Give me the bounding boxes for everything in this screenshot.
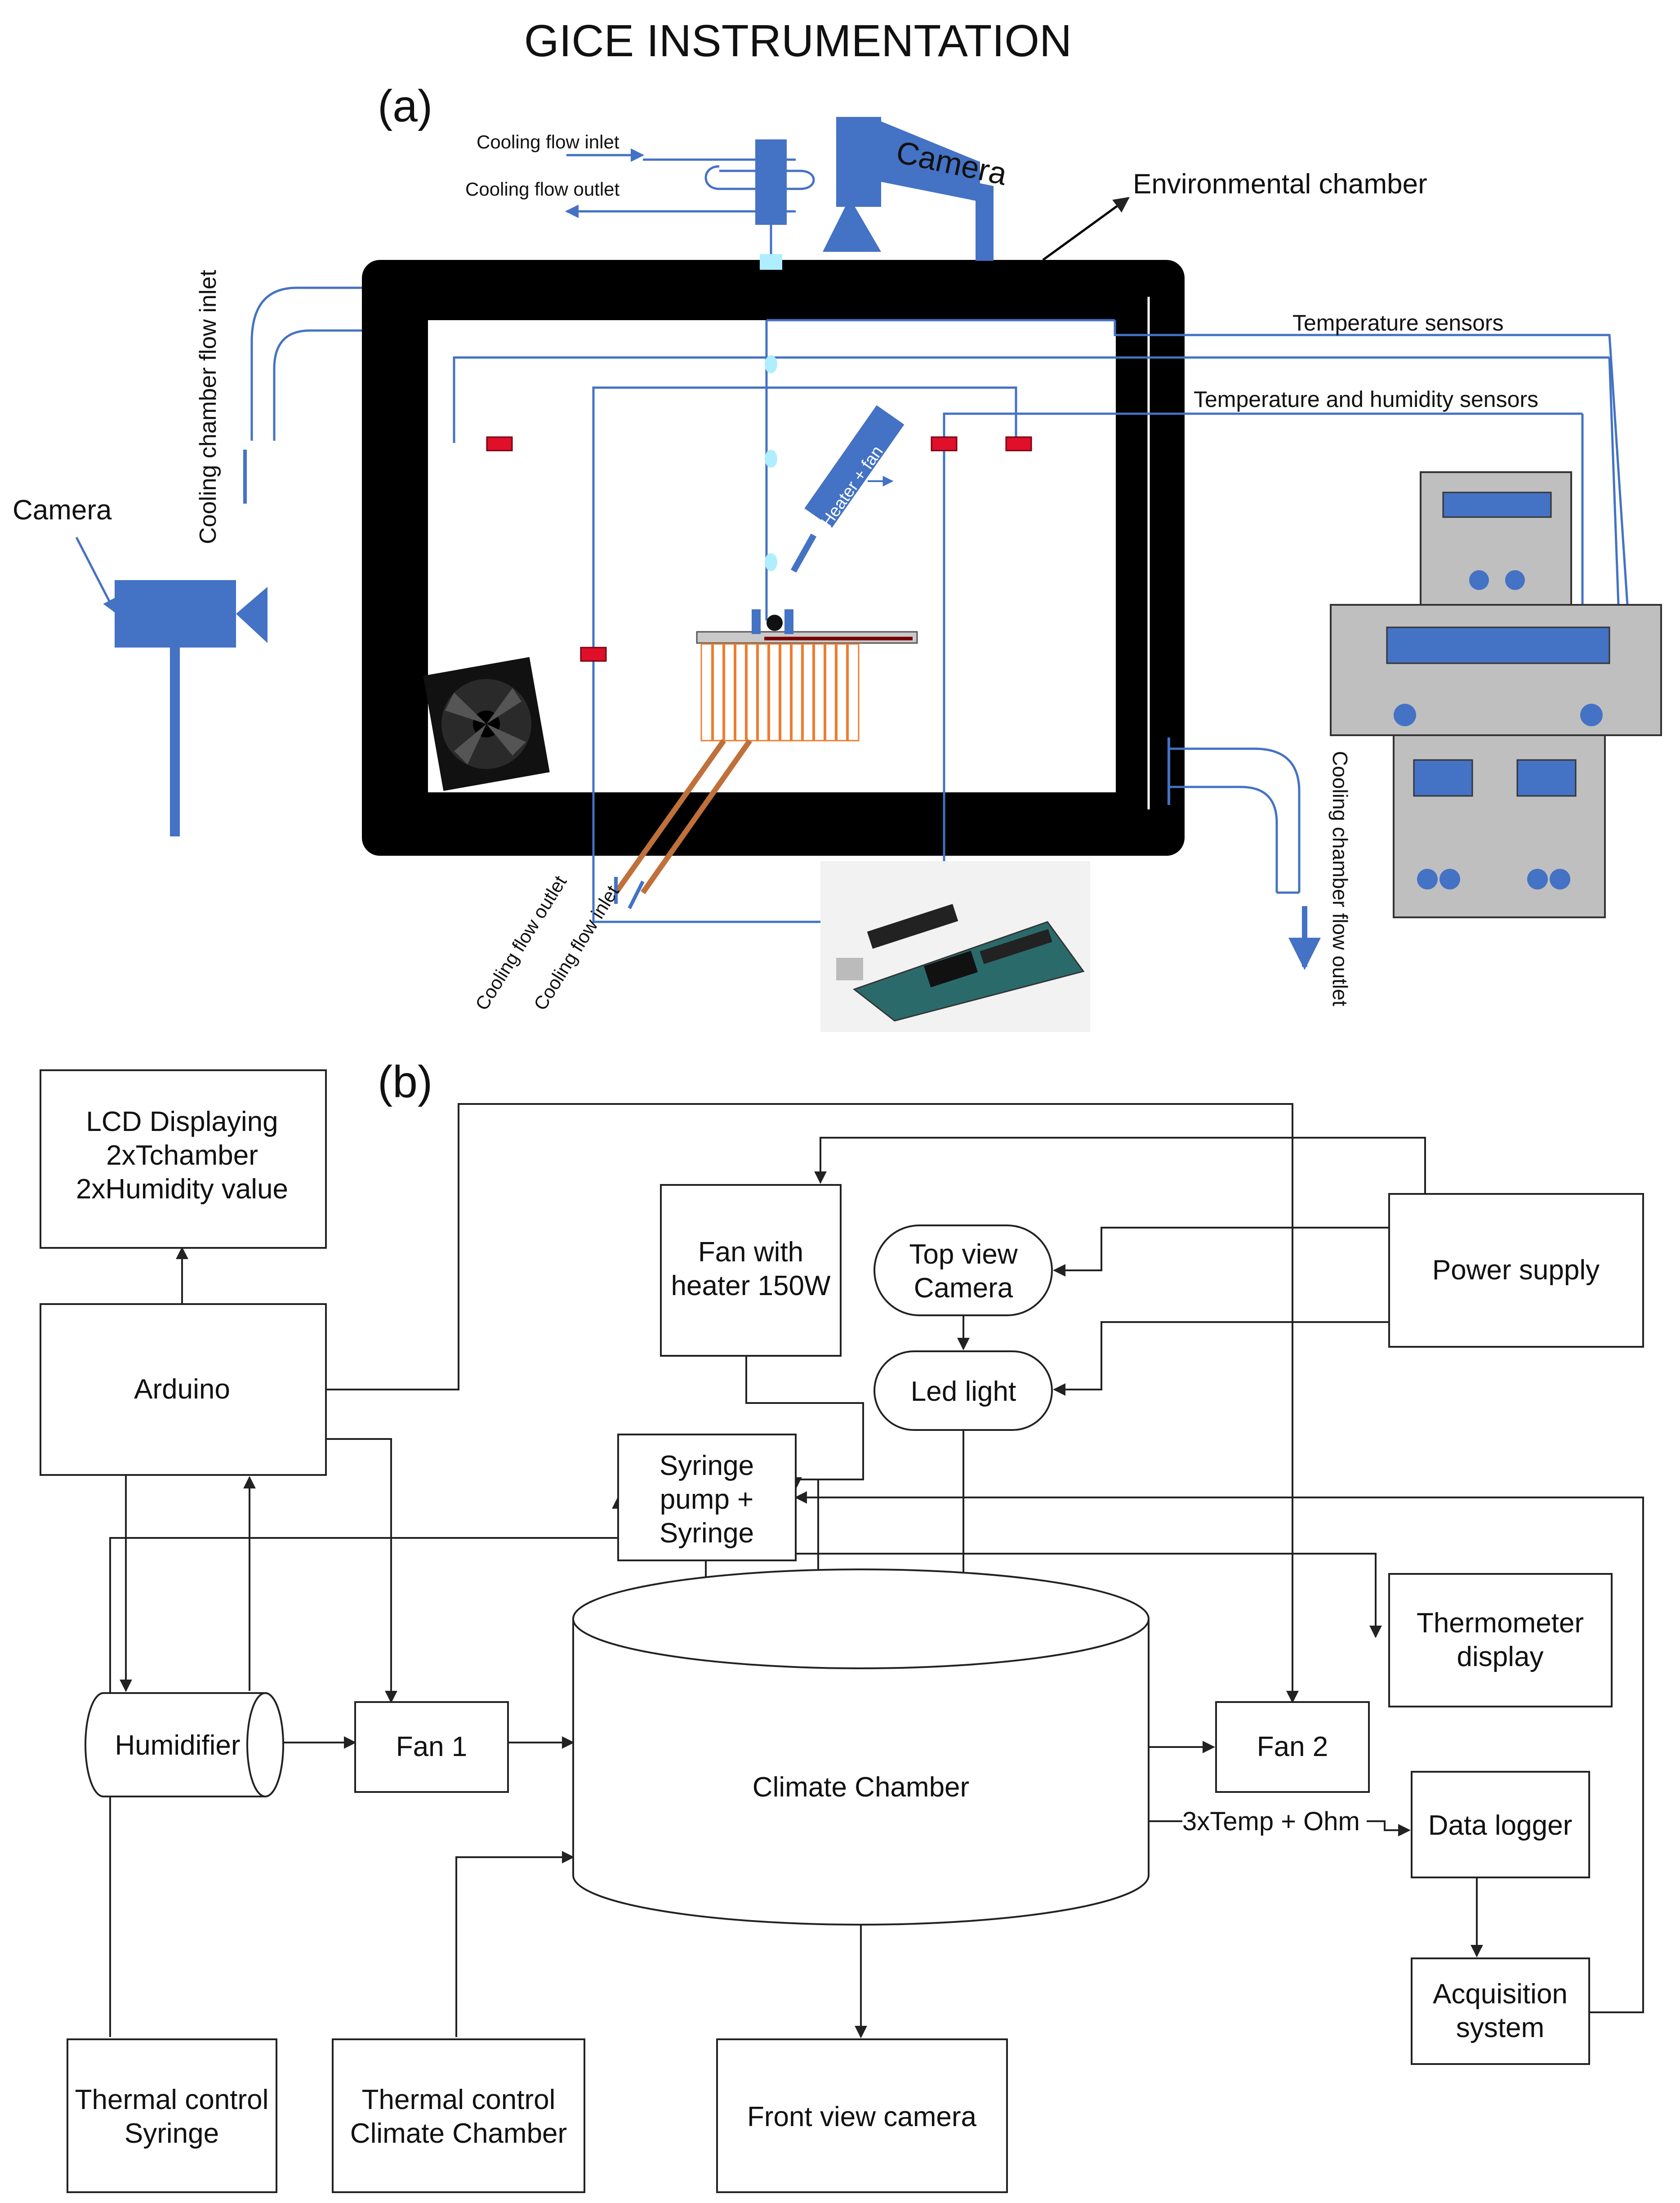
panel-a: (a) Environmental chamber Cooling flow i… (13, 81, 1662, 1032)
chamber-flow-outlet-label: Cooling chamber flow outlet (1328, 751, 1352, 1006)
syringe-pump-label-3: Syringe (660, 1518, 754, 1549)
side-camera-icon (115, 580, 267, 836)
chamber-flow-inlet-label: Cooling chamber flow inlet (195, 270, 221, 544)
thermometer-display-label-1: Thermometer (1417, 1608, 1584, 1639)
thermal-control-syringe-label-1: Thermal control (75, 2084, 269, 2115)
side-camera-pointer (75, 536, 116, 613)
temperature-sensors-label: Temperature sensors (1292, 310, 1504, 335)
syringe-pump-label-2: pump + (660, 1484, 754, 1515)
thermometer-display-label-2: display (1457, 1641, 1544, 1672)
temp-humidity-sensors-label: Temperature and humidity sensors (1194, 387, 1538, 412)
top-view-camera-node (873, 1224, 1053, 1316)
thermal-control-syringe-node (67, 2038, 277, 2193)
lcd-label-1: LCD Displaying (86, 1106, 278, 1137)
chamber-fan-icon (423, 657, 550, 791)
panel-b: (b) (40, 1057, 1644, 2193)
top-view-camera-label-1: Top view (909, 1239, 1017, 1270)
instrument-stack (1330, 471, 1662, 918)
fan-heater-label-1: Fan with (698, 1237, 803, 1268)
acquisition-system-label-1: Acquisition (1433, 1979, 1568, 2010)
thermal-control-chamber-node (332, 2038, 585, 2193)
power-supply-node (1388, 1193, 1644, 1348)
arduino-board-icon (820, 861, 1090, 1032)
data-logger-label: Data logger (1428, 1810, 1573, 1841)
chamber-flow-inlet-pipe (243, 286, 362, 504)
led-light-label: Led light (911, 1376, 1016, 1407)
fan1-label: Fan 1 (396, 1731, 468, 1762)
syringe-pump-node (617, 1434, 797, 1561)
acquisition-system-node (1411, 1957, 1590, 2065)
sensor-2 (931, 436, 958, 451)
humidifier-label: Humidifier (115, 1730, 240, 1761)
led-light-node (873, 1350, 1053, 1431)
front-view-camera-node (716, 2038, 1008, 2193)
syringe-pump-label-1: Syringe (660, 1450, 754, 1481)
panel-b-label: (b) (378, 1057, 432, 1107)
top-cooling-flow-outlet-label: Cooling flow outlet (465, 179, 620, 200)
front-view-camera-label: Front view camera (747, 2101, 976, 2132)
figure-title: GICE INSTRUMENTATION (524, 16, 1072, 66)
sensor-3 (1005, 436, 1032, 451)
climate-chamber-node: Climate Chamber (572, 1568, 1150, 1926)
fan-heater-label-2: heater 150W (671, 1270, 831, 1301)
fan2-label: Fan 2 (1257, 1731, 1328, 1762)
arduino-label: Arduino (134, 1374, 230, 1405)
thermal-control-syringe-label-2: Syringe (125, 2118, 219, 2149)
lcd-label-2: 2xTchamber (106, 1140, 258, 1171)
heater-fan-icon (790, 405, 905, 573)
lcd-node (40, 1069, 327, 1249)
top-view-camera-label-2: Camera (914, 1273, 1013, 1304)
environmental-chamber-pointer (1042, 197, 1130, 261)
environmental-chamber-label: Environmental chamber (1133, 169, 1427, 200)
top-cooling-flow-inlet-label: Cooling flow inlet (477, 131, 619, 152)
thermal-control-chamber-label-1: Thermal control (362, 2084, 556, 2115)
humidifier-node: Humidifier (85, 1692, 284, 1797)
lcd-label-3: 2xHumidity value (76, 1174, 288, 1205)
top-camera-icon (823, 117, 994, 261)
data-logger-node (1411, 1771, 1590, 1878)
side-camera-label: Camera (13, 495, 112, 526)
climate-chamber-label: Climate Chamber (753, 1772, 969, 1803)
panel-a-label: (a) (378, 81, 432, 131)
thermal-control-chamber-label-2: Climate Chamber (350, 2118, 567, 2149)
sensor-1 (486, 436, 513, 451)
chamber-flow-outlet-pipe (1168, 737, 1321, 970)
sensor-wiring (453, 319, 1629, 923)
sample-assembly (614, 609, 918, 909)
thermometer-display-node (1388, 1573, 1613, 1707)
arduino-node (40, 1303, 327, 1476)
top-cooling-unit (643, 139, 815, 270)
sensor-4 (580, 647, 607, 662)
edge-label-temp-ohm: 3xTemp + Ohm (1182, 1807, 1360, 1836)
acquisition-system-label-2: system (1456, 2012, 1544, 2043)
fan1-node (354, 1701, 509, 1793)
fan2-node (1215, 1701, 1370, 1793)
droplets (765, 355, 777, 571)
fan-heater-node (660, 1184, 842, 1357)
power-supply-label: Power supply (1432, 1255, 1600, 1286)
